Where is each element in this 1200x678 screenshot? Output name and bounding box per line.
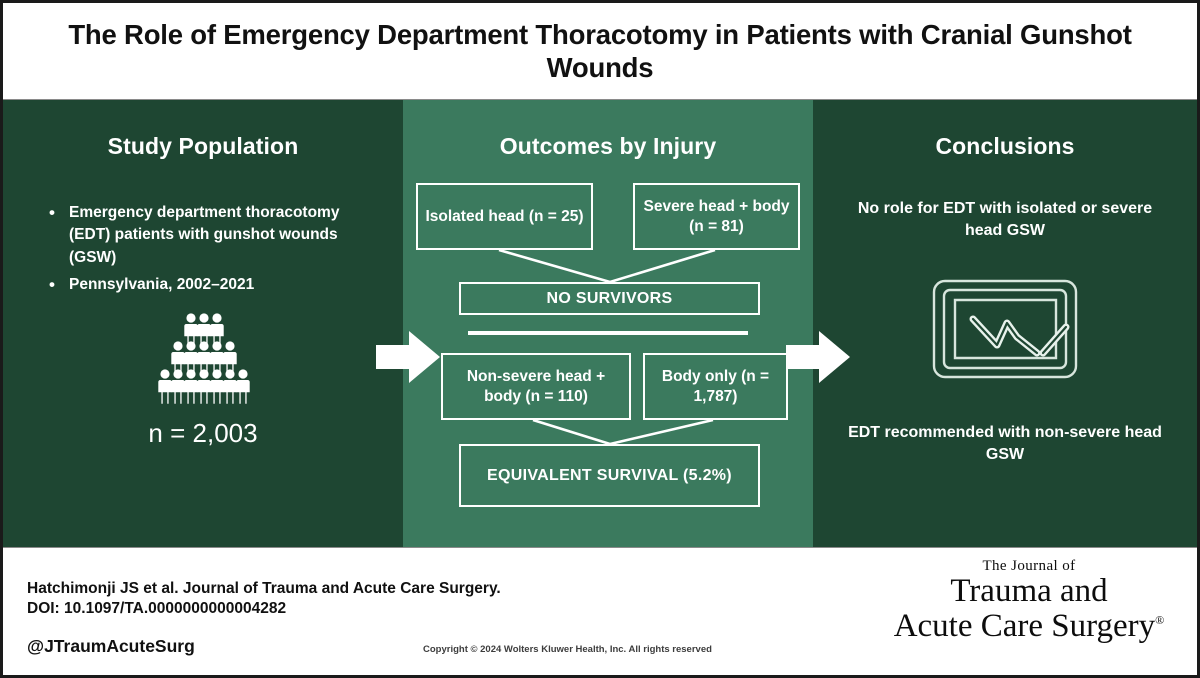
logo-line-3-text: Acute Care Surgery [893, 607, 1156, 644]
list-item: Emergency department thoracotomy (EDT) p… [47, 201, 369, 269]
registered-mark: ® [1155, 612, 1165, 627]
outcomes-heading: Outcomes by Injury [499, 133, 717, 159]
citation-text: Hatchimonji JS et al. Journal of Trauma … [27, 580, 501, 597]
logo-line-1: The Journal of [982, 558, 1076, 574]
sample-size-label: n = 2,003 [148, 417, 258, 448]
body-area: Study Population Emergency department th… [3, 100, 1197, 547]
box-isolated-head: Isolated head (n = 25) [416, 183, 593, 250]
conclusions-panel: Conclusions No role for EDT with isolate… [813, 100, 1197, 547]
journal-logo: The Journal of Trauma and Acute Care Sur… [879, 558, 1179, 644]
list-item: Pennsylvania, 2002–2021 [47, 273, 369, 298]
logo-line-2: Trauma and [950, 573, 1108, 609]
doi-text: DOI: 10.1097/TA.0000000000004282 [27, 599, 287, 617]
study-population-panel: Study Population Emergency department th… [3, 100, 403, 547]
citation-block: Hatchimonji JS et al. Journal of Trauma … [27, 579, 667, 619]
right-arrow-icon-right [786, 328, 850, 391]
box-no-survivors: NO SURVIVORS [459, 282, 760, 315]
footer: Hatchimonji JS et al. Journal of Trauma … [3, 547, 1197, 675]
title-band: The Role of Emergency Department Thoraco… [3, 3, 1197, 100]
outcomes-panel: Outcomes by Injury Isolated head (n = 25… [403, 100, 813, 547]
box-equivalent-survival: EQUIVALENT SURVIVAL (5.2%) [459, 444, 760, 507]
middle-panel-background [403, 100, 813, 547]
section-divider [468, 331, 748, 335]
box-non-severe-head-body: Non-severe head + body (n = 110) [441, 353, 631, 420]
study-population-bullets: Emergency department thoracotomy (EDT) p… [3, 201, 403, 299]
people-pyramid-icon [143, 313, 263, 410]
copyright-text: Copyright © 2024 Wolters Kluwer Health, … [423, 644, 712, 655]
right-arrow-icon-left [376, 328, 440, 391]
study-population-heading: Study Population [107, 133, 299, 159]
conclusion-statement-top: No role for EDT with isolated or severe … [857, 200, 1153, 239]
box-severe-head-body: Severe head + body (n = 81) [633, 183, 800, 250]
box-body-only: Body only (n = 1,787) [643, 353, 788, 420]
conclusion-statement-bottom: EDT recommended with non-severe head GSW [848, 424, 1162, 463]
signature-tablet-stylus-icon [925, 275, 1085, 388]
conclusions-heading: Conclusions [935, 133, 1075, 159]
page-title: The Role of Emergency Department Thoraco… [68, 19, 1132, 83]
twitter-handle[interactable]: @JTraumAcuteSurg [27, 636, 195, 656]
flow-connector-lines [498, 248, 716, 446]
outcomes-flow-diagram: Isolated head (n = 25) Severe head + bod… [403, 100, 813, 547]
logo-line-3: Acute Care Surgery® [879, 607, 1179, 644]
